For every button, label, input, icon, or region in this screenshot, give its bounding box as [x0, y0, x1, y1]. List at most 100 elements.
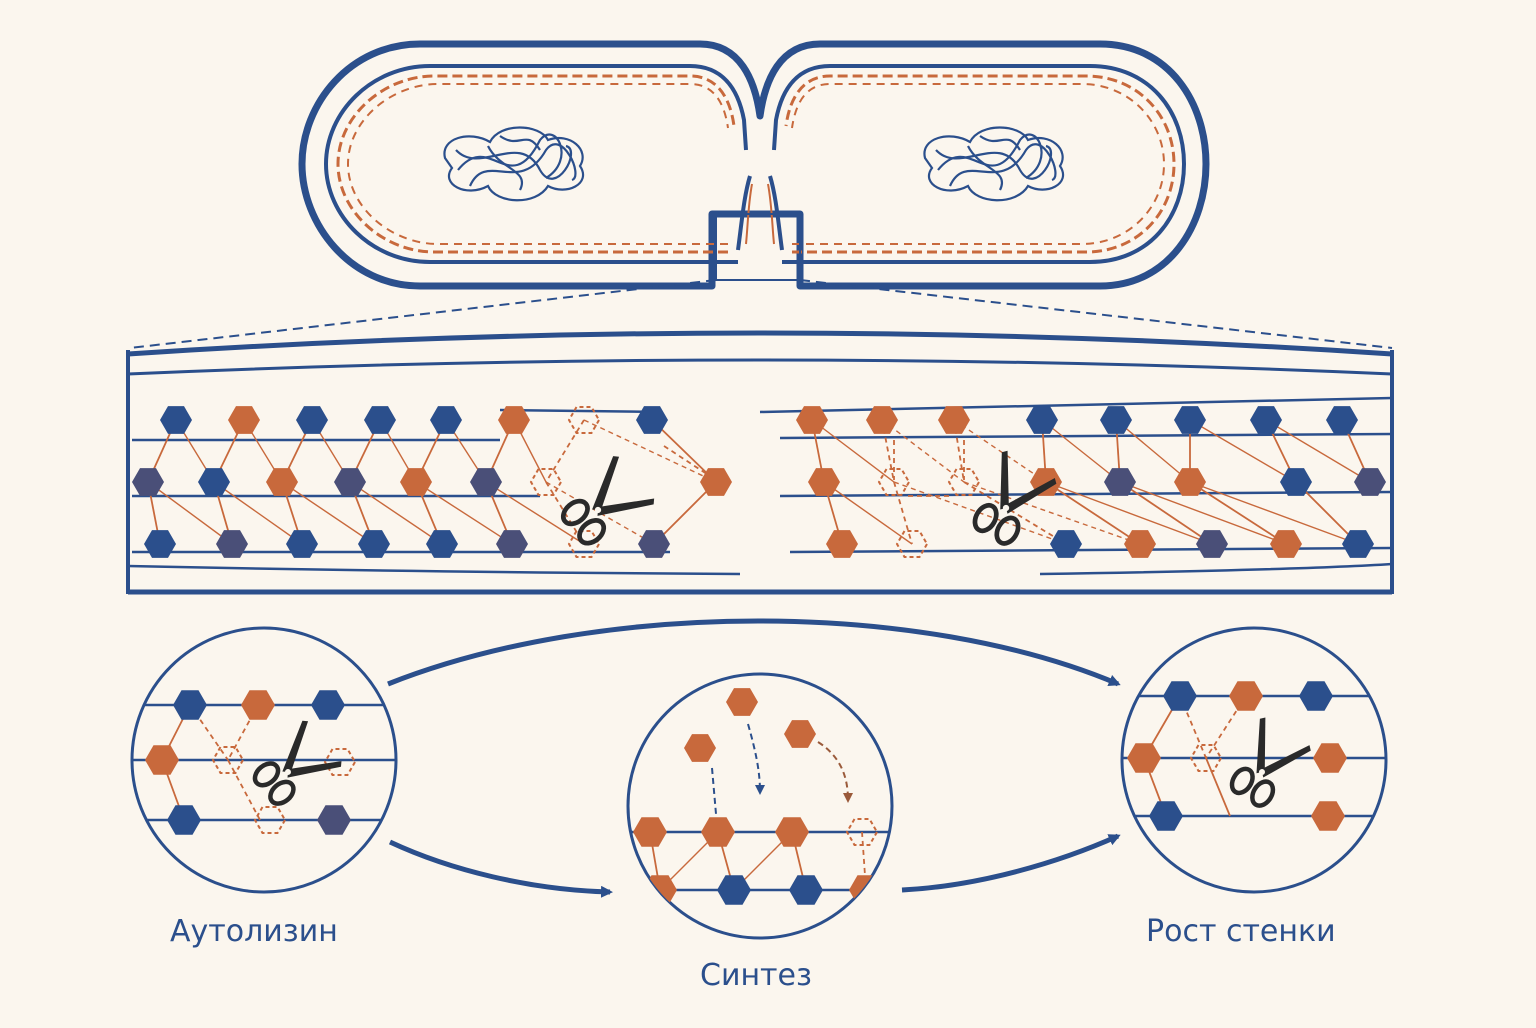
sugar-hexagon — [211, 746, 245, 774]
peptidoglycan-lattice — [132, 406, 1393, 558]
peptide-bond — [281, 481, 375, 545]
zoom-region-box — [715, 213, 801, 281]
sugar-hexagon — [470, 468, 502, 496]
strip-top-curved-wall-2 — [127, 358, 1393, 376]
sugar-hexagon — [866, 406, 898, 434]
peptide-bond — [963, 481, 1141, 545]
peptide-bond — [663, 445, 717, 481]
sugar-hexagon — [160, 406, 192, 434]
nucleoid-icon — [923, 126, 1064, 202]
sugar-hexagon — [700, 468, 732, 496]
sugar-hexagon — [173, 690, 207, 720]
peptide-bond — [147, 481, 233, 545]
sugar-hexagon — [938, 406, 970, 434]
sugar-hexagon — [1311, 801, 1345, 831]
sugar-hexagon — [1189, 744, 1223, 772]
sugar-hexagon — [1104, 468, 1136, 496]
strip-top-curved-wall — [127, 330, 1393, 357]
sugar-hexagon — [895, 530, 929, 558]
peptide-bond — [651, 419, 717, 483]
cell-wall-zoom-panel — [126, 330, 1394, 595]
peptide-bond — [485, 481, 585, 545]
sugar-hexagon — [400, 468, 432, 496]
sugar-hexagon — [567, 530, 601, 558]
sugar-hexagon — [323, 748, 357, 776]
sugar-hexagon — [567, 406, 601, 434]
peptide-bond — [1045, 481, 1213, 545]
sugar-hexagon — [286, 530, 318, 558]
sugar-hexagon — [132, 468, 164, 496]
sugar-hexagon — [1124, 530, 1156, 558]
arrow-icon — [388, 839, 613, 898]
sugar-hexagon — [701, 817, 735, 847]
sugar-hexagon — [228, 406, 260, 434]
peptide-bond — [823, 481, 913, 545]
wall-growth-label: Рост стенки — [1146, 914, 1336, 949]
sugar-hexagon — [638, 530, 670, 558]
zoom-line-right — [799, 279, 1393, 349]
peptide-bond — [213, 481, 303, 545]
sugar-hexagon — [877, 468, 911, 496]
peptide-bond — [1041, 419, 1121, 483]
synthesis-circle — [626, 672, 894, 940]
sugar-hexagon — [167, 805, 201, 835]
sugar-hexagon — [1354, 468, 1386, 496]
sugar-hexagon — [1050, 530, 1082, 558]
sugar-hexagon — [430, 406, 462, 434]
sugar-hexagon — [726, 688, 758, 716]
sugar-hexagon — [216, 530, 248, 558]
wall-growth-circle — [1120, 626, 1388, 894]
sugar-hexagon — [358, 530, 390, 558]
peptide-bond — [1119, 481, 1287, 545]
arrow-icon — [817, 741, 853, 803]
sugar-hexagon — [1313, 743, 1347, 773]
peptide-bond — [227, 759, 261, 821]
sugar-hexagon — [784, 720, 816, 748]
peptide-bond — [583, 419, 717, 483]
sugar-hexagon — [1196, 530, 1228, 558]
scissors-icon — [252, 720, 342, 806]
peptide-bond — [1265, 419, 1371, 483]
sugar-hexagon — [717, 875, 751, 905]
glycan-strand — [779, 432, 1393, 440]
autolysin-circle — [130, 626, 398, 894]
scissors-icon — [972, 450, 1057, 546]
strip-gap-wall-right — [759, 396, 1393, 414]
peptide-bond — [545, 481, 655, 545]
sugar-hexagon — [198, 468, 230, 496]
strip-gap-wall-left — [499, 408, 663, 414]
dividing-bacterial-cell — [298, 40, 1210, 290]
peptide-bond — [415, 481, 513, 545]
sugar-hexagon — [1100, 406, 1132, 434]
sugar-hexagon — [1250, 406, 1282, 434]
peptide-bond — [1189, 481, 1287, 545]
sugar-hexagon — [1174, 468, 1206, 496]
glycan-strand — [789, 546, 1393, 554]
sugar-hexagon — [529, 468, 563, 496]
sugar-hexagon — [1174, 406, 1206, 434]
peptidoglycan-layer-right-2 — [791, 83, 1166, 245]
sugar-hexagon — [317, 805, 351, 835]
sugar-hexagon — [1229, 681, 1263, 711]
sugar-hexagon — [364, 406, 396, 434]
sugar-hexagon — [826, 530, 858, 558]
peptidoglycan-layer-left — [336, 74, 736, 254]
septum-left — [736, 175, 752, 251]
sugar-hexagon — [1326, 406, 1358, 434]
peptide-bond — [881, 419, 965, 483]
scissors-icon — [1229, 717, 1311, 808]
sugar-hexagon — [808, 468, 840, 496]
sugar-hexagon — [311, 690, 345, 720]
sugar-hexagon — [266, 468, 298, 496]
synthesis-lattice — [628, 688, 892, 905]
sugar-hexagon — [296, 406, 328, 434]
peptide-bond — [811, 419, 895, 483]
peptide-bond — [349, 481, 443, 545]
strip-bottom-inner-wall — [127, 564, 741, 576]
sugar-hexagon — [789, 875, 823, 905]
sugar-hexagon — [334, 468, 366, 496]
peptide-bond — [1205, 757, 1231, 817]
arrow-icon — [747, 723, 765, 795]
